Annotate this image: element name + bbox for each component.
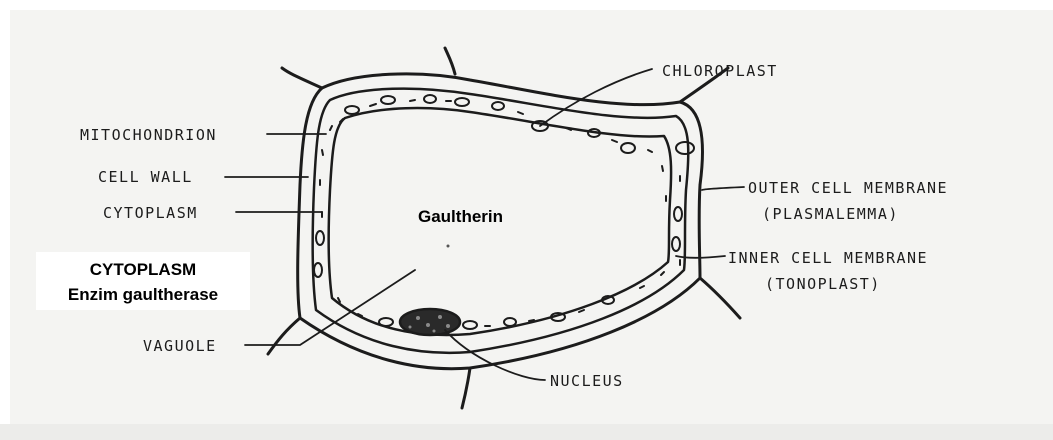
label-inner-cell-membrane: INNER CELL MEMBRANE	[728, 249, 928, 267]
left-paper-edge	[0, 0, 10, 440]
vacuole-center-dot	[447, 245, 450, 248]
label-chloroplast: CHLOROPLAST	[662, 62, 778, 80]
label-nucleus: NUCLEUS	[550, 372, 624, 390]
bottom-paper-edge	[0, 424, 1053, 440]
label-outer-cell-membrane: OUTER CELL MEMBRANE	[748, 179, 948, 197]
label-vacuole: VAGUOLE	[143, 337, 217, 355]
top-paper-edge	[0, 0, 1053, 10]
label-tonoplast: (TONOPLAST)	[765, 275, 881, 293]
nucleus-shape	[400, 309, 460, 335]
overlay-cytoplasm-title: CYTOPLASM	[90, 260, 196, 279]
overlay-center-label: Gaultherin	[418, 207, 503, 226]
label-cytoplasm: CYTOPLASM	[103, 204, 198, 222]
label-cell-wall: CELL WALL	[98, 168, 193, 186]
label-plasmalemma: (PLASMALEMMA)	[762, 205, 899, 223]
overlay-enzyme-label: Enzim gaultherase	[68, 285, 218, 304]
chloroplast-organelles	[314, 95, 694, 329]
label-mitochondrion: MITOCHONDRION	[80, 126, 217, 144]
